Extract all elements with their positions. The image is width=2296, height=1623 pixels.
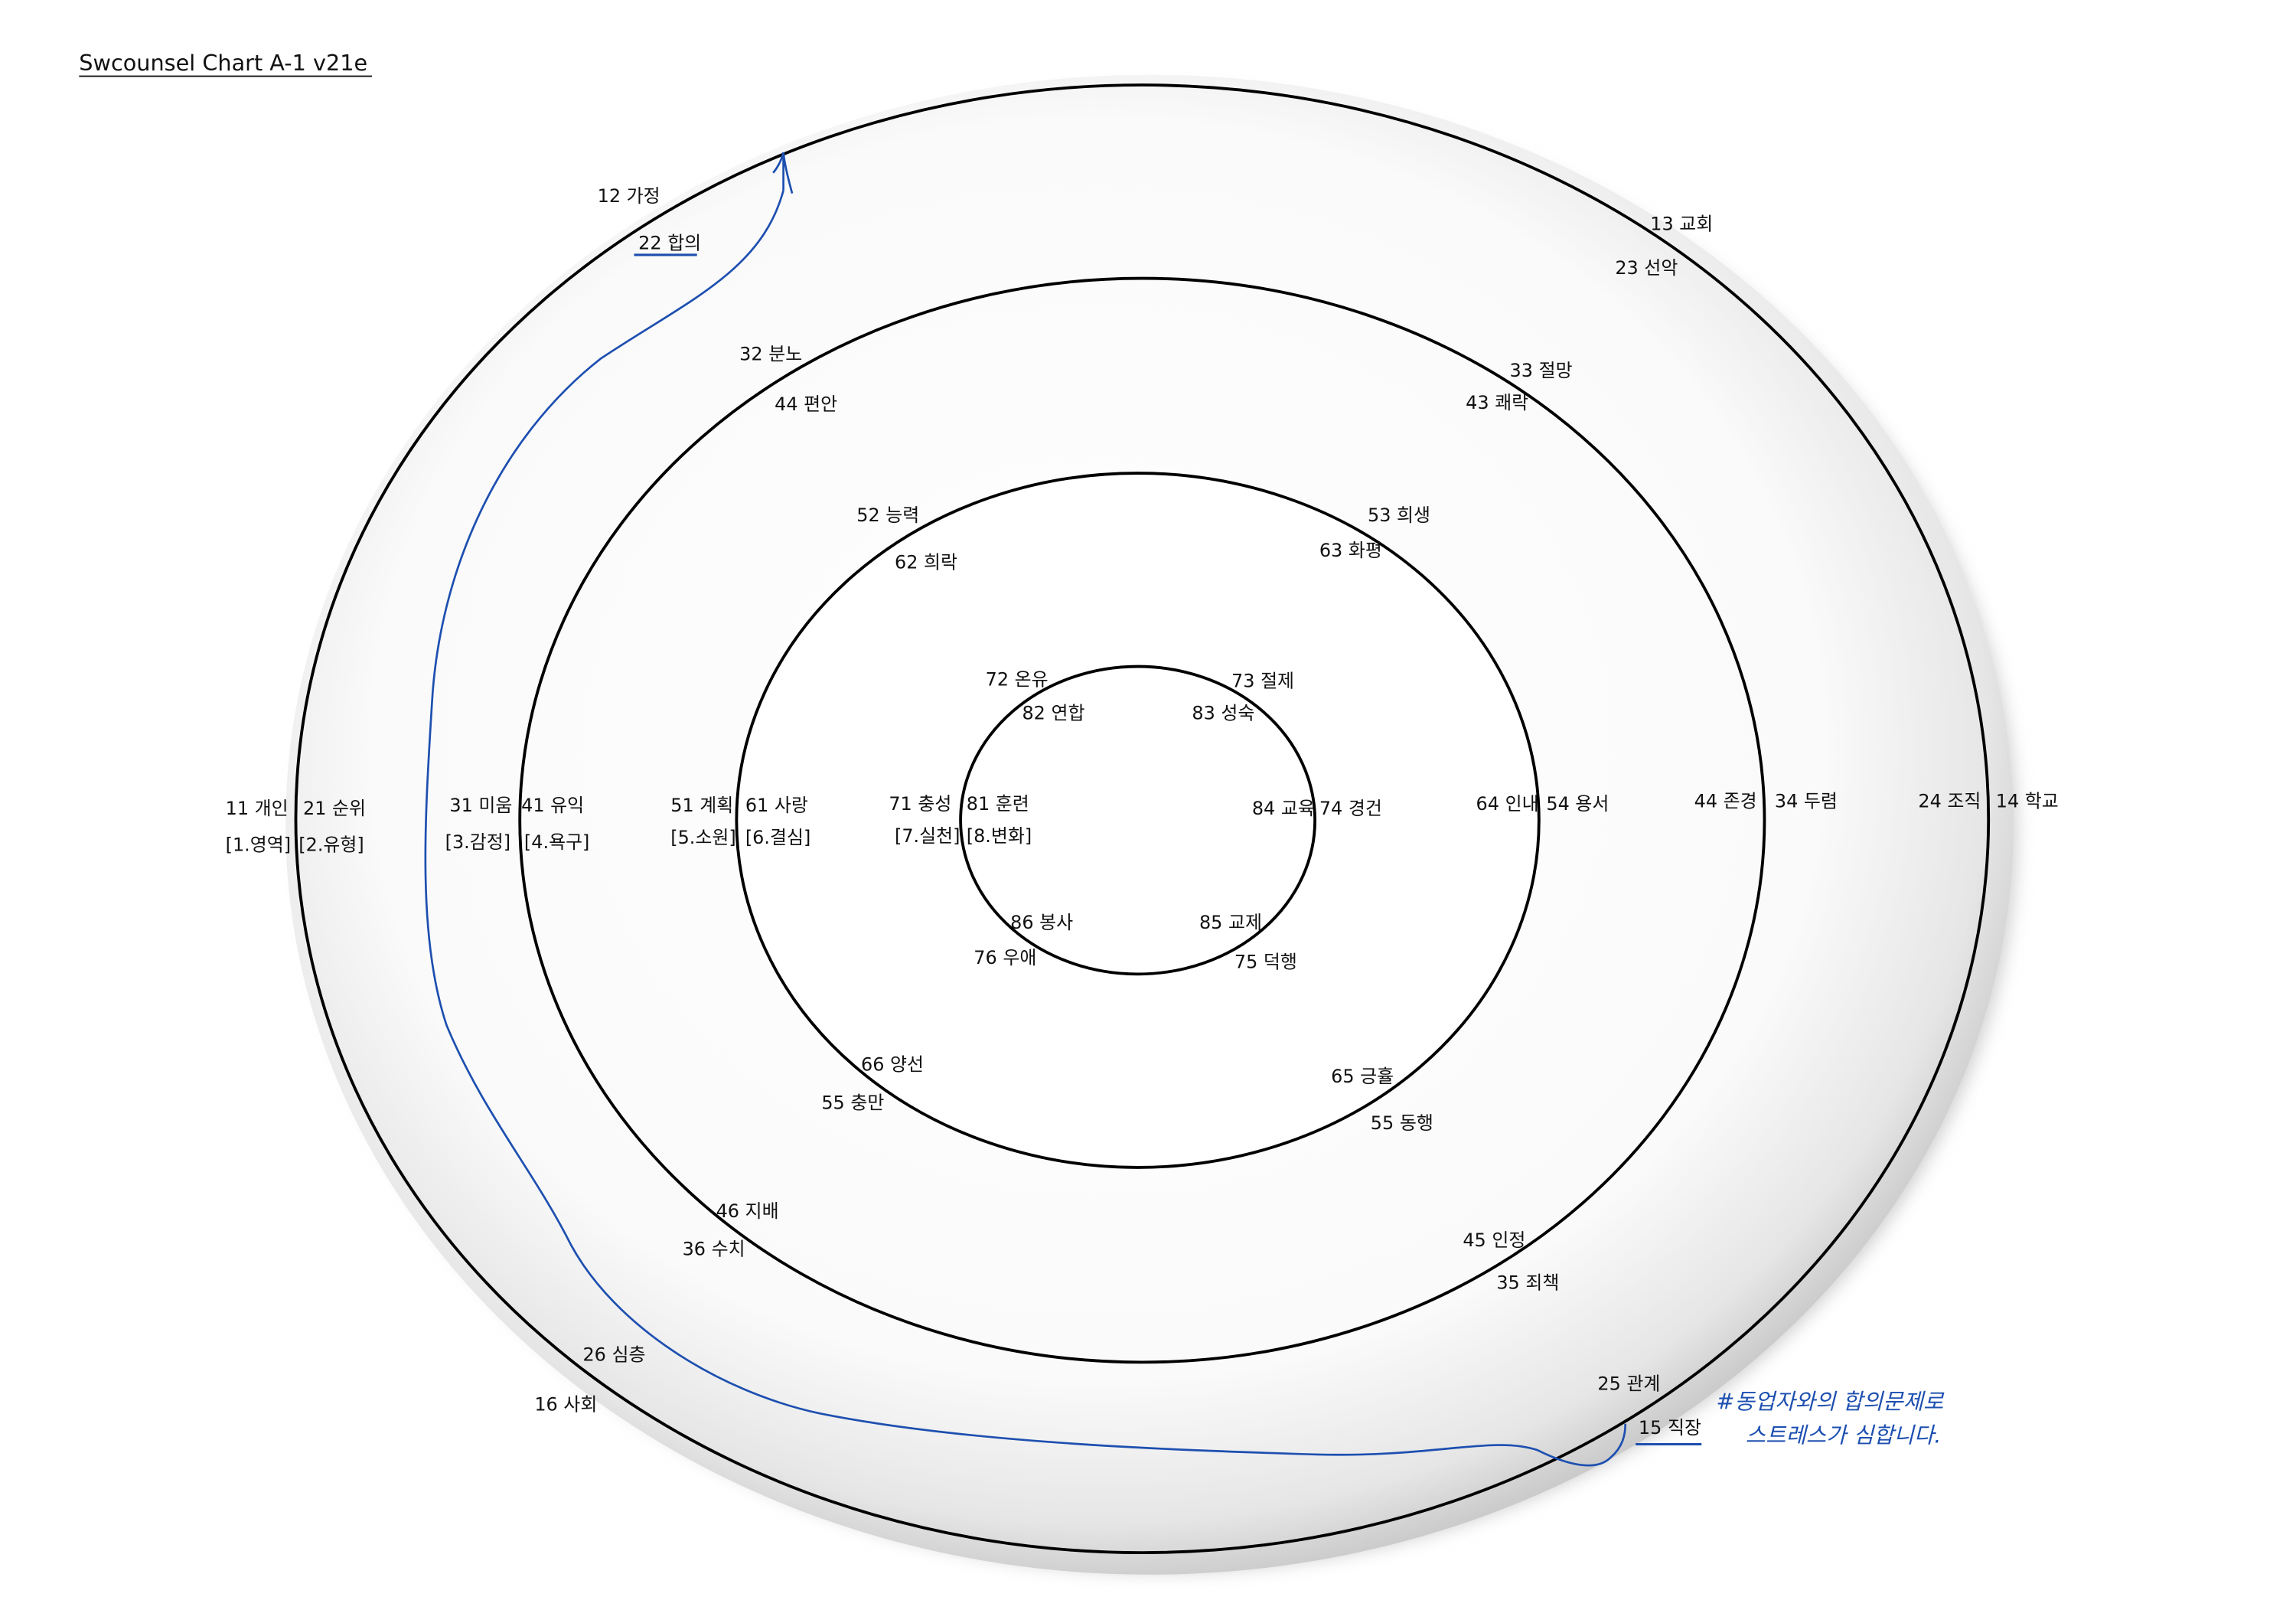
label: 24 조직 [1918,790,1981,812]
annotation-line-2: 스트레스가 심합니다. [1746,1422,1942,1448]
annotation-line-1: #동업자와의 합의문제로 [1716,1389,1945,1415]
annotation-curve [424,190,1627,1467]
label: 71 충성 [889,793,951,815]
label: 14 학교 [1996,790,2059,812]
label: 26 심층 [582,1344,645,1365]
ring-inner [959,665,1317,976]
label: 35 죄책 [1496,1272,1559,1294]
ring-2 [518,276,1766,1364]
label: 75 덕행 [1234,952,1297,973]
label: 66 양선 [861,1054,924,1076]
label: 25 관계 [1597,1373,1660,1395]
label: 23 선악 [1615,257,1678,279]
label: 11 개인 [226,798,289,819]
label: 84 교육 [1252,798,1315,819]
label: 83 성숙 [1192,702,1254,723]
label: 44 편안 [775,394,837,415]
label: 34 두렴 [1775,790,1838,812]
label: 53 희생 [1368,505,1430,526]
label: 12 가정 [598,185,660,207]
label: 45 인정 [1463,1229,1525,1251]
label: 51 계획 [670,795,733,816]
label: [4.욕구] [524,831,589,853]
label: 31 미움 [449,795,512,816]
label: 63 화평 [1319,540,1382,561]
label: 46 지배 [716,1200,779,1222]
label: 15 직장 [1639,1417,1701,1438]
label: 54 용서 [1546,793,1609,815]
label: 13 교회 [1650,213,1713,234]
label: 52 능력 [856,505,919,526]
label: [2.유형] [298,834,364,856]
label: 41 유익 [521,795,584,816]
label: 33 절망 [1510,360,1573,381]
label: 65 긍휼 [1331,1066,1394,1087]
label: [5.소원] [670,827,735,848]
label: 62 희락 [895,551,957,573]
chart-title: Swcounsel Chart A-1 v21e [79,50,367,76]
label: 64 인내 [1476,793,1539,815]
label: 73 절제 [1231,670,1294,691]
label: [6.결심] [745,827,810,848]
label: 85 교제 [1199,912,1262,933]
annotation-fork-icon [772,152,794,194]
label: [8.변화] [967,825,1032,847]
ring-outer [294,83,1991,1555]
label: [1.영역] [226,834,291,856]
label: 74 경건 [1319,798,1382,819]
label: 61 사랑 [745,795,808,816]
label: 86 봉사 [1010,912,1073,933]
label: 32 분노 [739,344,802,365]
label: [7.실천] [895,825,960,847]
labels: 12 가정 22 합의 13 교회 23 선악 32 분노 44 편안 33 절… [226,185,2059,1438]
label: 72 온유 [986,668,1049,690]
label: 55 충만 [821,1092,884,1113]
label: 22 합의 [638,232,701,253]
label: 55 동행 [1371,1112,1433,1134]
label: [3.감정] [445,831,510,853]
label: 43 쾌락 [1466,392,1528,413]
label: 16 사회 [534,1394,597,1416]
label: 36 수치 [683,1239,745,1260]
label: 82 연합 [1022,702,1084,723]
label: 21 순위 [303,798,366,819]
label: 76 우애 [974,947,1036,968]
label: 81 훈련 [967,793,1029,815]
label: 44 존경 [1694,790,1757,812]
